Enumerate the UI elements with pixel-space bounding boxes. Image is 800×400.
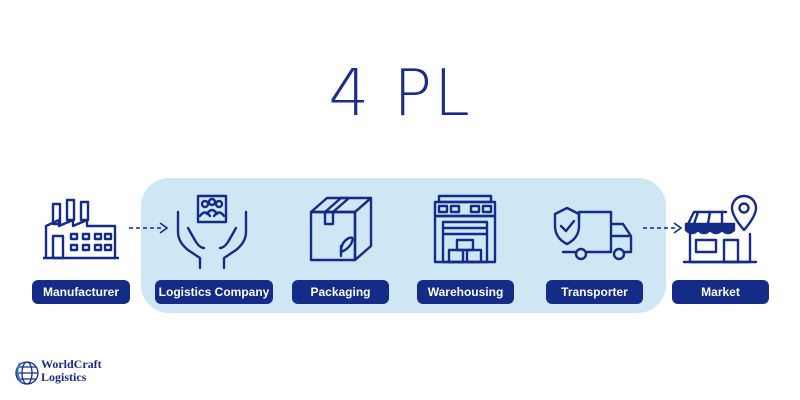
stage-label-manufacturer: Manufacturer [32, 280, 130, 304]
stage-label-logistics-company: Logistics Company [155, 280, 273, 304]
globe-icon [14, 360, 40, 386]
warehouse-icon [425, 190, 505, 270]
market-store-icon [680, 190, 760, 270]
title: 4 PL [328, 57, 472, 131]
arrow-transporter-to-market [641, 221, 685, 235]
truck-icon [553, 190, 633, 270]
stage-label-market: Market [672, 280, 769, 304]
box-icon [301, 190, 381, 270]
arrow-manufacturer-to-logistics [127, 221, 171, 235]
factory-icon [41, 190, 121, 270]
stage-label-transporter: Transporter [546, 280, 643, 304]
logo-text-line1: WorldCraft [41, 357, 102, 371]
hands-people-icon [172, 190, 252, 270]
logo-text-line2: Logistics [41, 370, 87, 384]
stage-label-packaging: Packaging [292, 280, 389, 304]
company-logo: WorldCraft Logistics [14, 358, 124, 388]
stage-label-warehousing: Warehousing [417, 280, 514, 304]
